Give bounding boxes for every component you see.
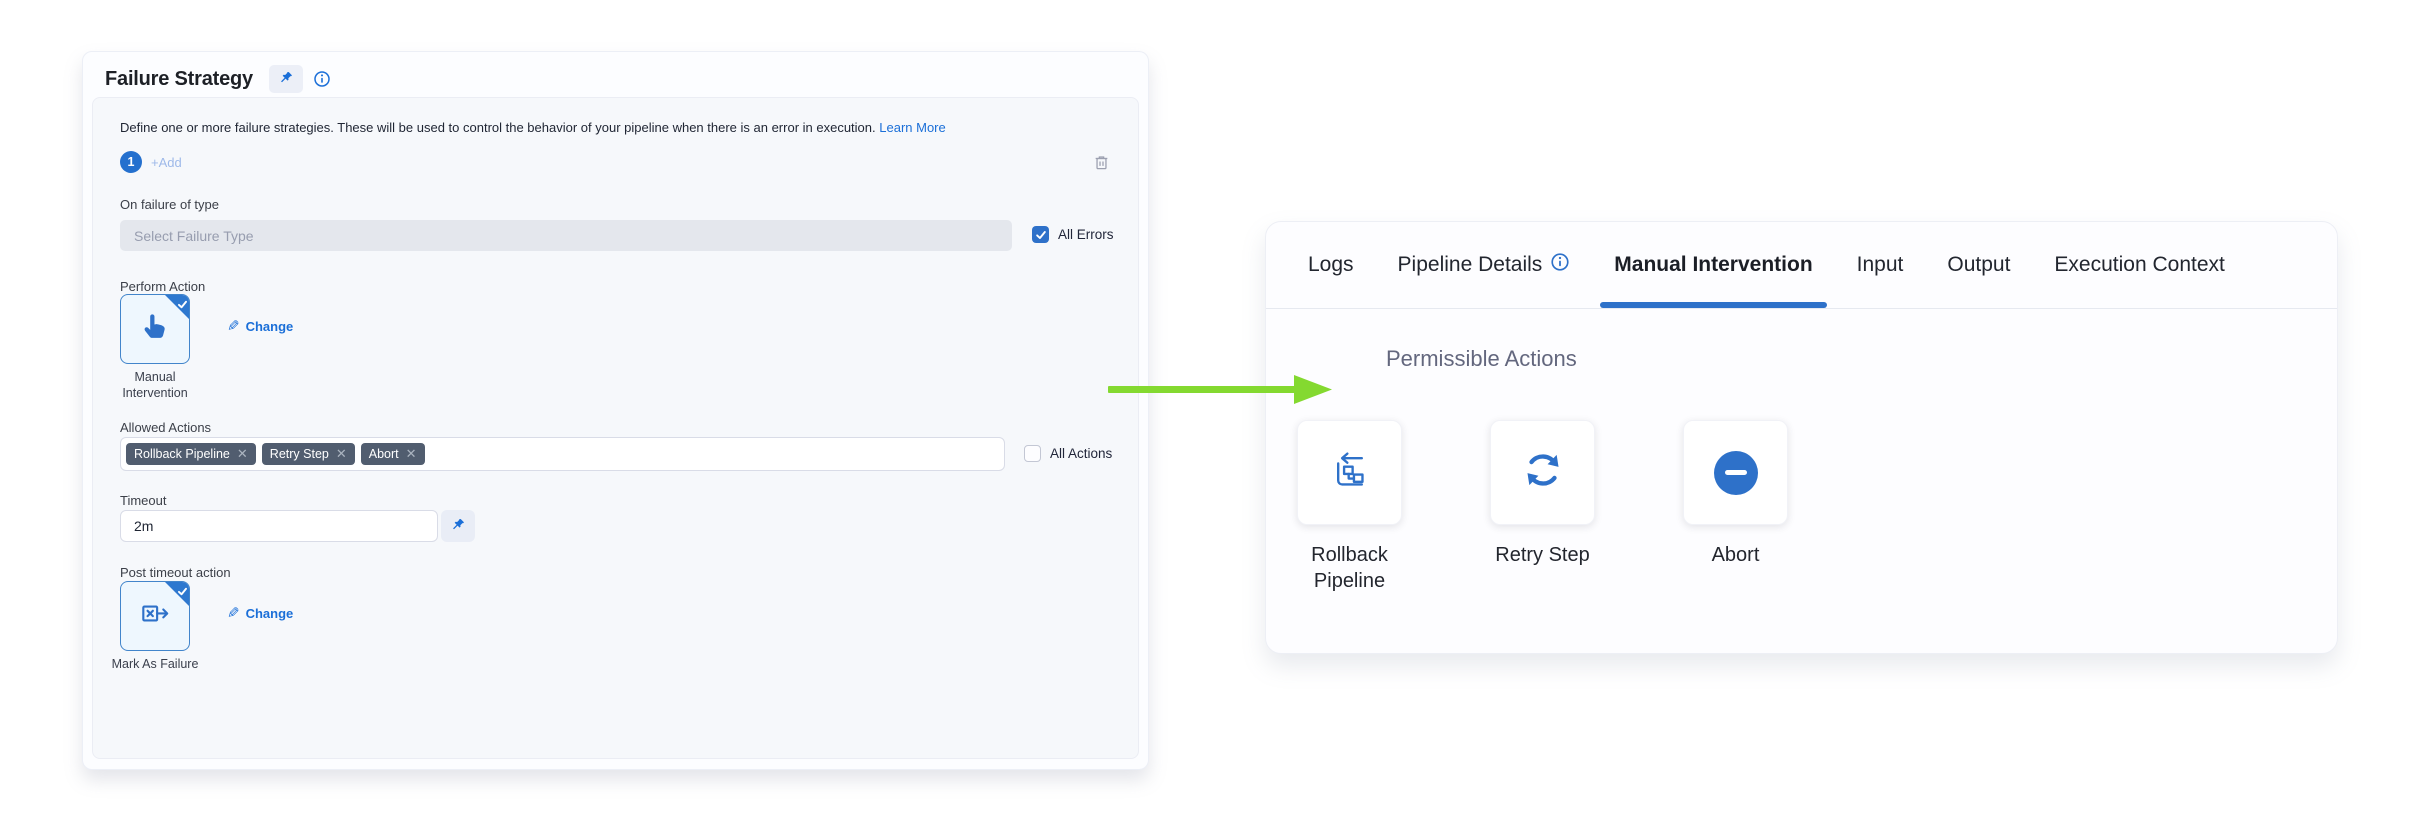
info-icon[interactable] <box>313 70 331 88</box>
post-timeout-label: Post timeout action <box>120 565 231 580</box>
step-details-panel: Logs Pipeline Details Manual Interventio… <box>1265 221 2338 654</box>
tab-output[interactable]: Output <box>1947 222 2010 308</box>
failure-type-label: On failure of type <box>120 197 219 212</box>
pin-icon <box>278 70 294 89</box>
remove-tag-icon[interactable]: ✕ <box>336 449 347 459</box>
retry-icon <box>1520 447 1566 498</box>
failure-type-select[interactable]: Select Failure Type <box>120 220 1012 251</box>
timeout-input[interactable] <box>120 510 438 542</box>
change-action-link[interactable]: ✎ Change <box>227 317 293 335</box>
add-strategy-button[interactable]: +Add <box>151 155 182 170</box>
pin-button[interactable] <box>269 65 303 93</box>
tag-abort: Abort ✕ <box>361 443 425 465</box>
all-actions-checkbox[interactable]: All Actions <box>1024 445 1112 462</box>
tab-logs[interactable]: Logs <box>1308 222 1354 308</box>
action-rollback-pipeline[interactable]: Rollback Pipeline <box>1297 420 1402 594</box>
panel-title: Failure Strategy <box>105 68 253 91</box>
all-actions-label: All Actions <box>1050 446 1112 461</box>
pencil-icon: ✎ <box>227 317 240 335</box>
pin-icon <box>450 517 466 536</box>
all-errors-label: All Errors <box>1058 227 1114 242</box>
tag-rollback-pipeline: Rollback Pipeline ✕ <box>126 443 256 465</box>
post-timeout-value: Mark As Failure <box>110 656 200 672</box>
strategy-description: Define one or more failure strategies. T… <box>120 120 1120 135</box>
failure-strategy-panel: Failure Strategy Define one or more fail… <box>82 51 1149 770</box>
annotation-arrow <box>1108 371 1334 414</box>
perform-action-label: Perform Action <box>120 279 205 294</box>
action-label: Abort <box>1712 542 1760 568</box>
checkbox-unchecked-icon <box>1024 445 1041 462</box>
tab-pipeline-details[interactable]: Pipeline Details <box>1398 222 1571 308</box>
allowed-actions-input[interactable]: Rollback Pipeline ✕ Retry Step ✕ Abort ✕ <box>120 437 1005 471</box>
checkbox-checked-icon <box>1032 226 1049 243</box>
action-card[interactable] <box>1490 420 1595 525</box>
action-card[interactable] <box>1297 420 1402 525</box>
action-abort[interactable]: Abort <box>1683 420 1788 594</box>
tab-execution-context[interactable]: Execution Context <box>2054 222 2224 308</box>
tab-input[interactable]: Input <box>1857 222 1904 308</box>
mark-as-failure-tile[interactable] <box>120 581 190 651</box>
pencil-icon: ✎ <box>227 604 240 622</box>
allowed-actions-label: Allowed Actions <box>120 420 211 435</box>
manual-intervention-tile[interactable] <box>120 294 190 364</box>
tab-manual-intervention[interactable]: Manual Intervention <box>1614 222 1812 308</box>
timeout-label: Timeout <box>120 493 166 508</box>
rollback-pipeline-icon <box>1329 449 1371 496</box>
permissible-actions-list: Rollback Pipeline Retry Step Abort <box>1297 420 1788 594</box>
change-post-timeout-link[interactable]: ✎ Change <box>227 604 293 622</box>
all-errors-checkbox[interactable]: All Errors <box>1032 226 1114 243</box>
tab-bar: Logs Pipeline Details Manual Interventio… <box>1266 222 2337 309</box>
action-card[interactable] <box>1683 420 1788 525</box>
strategy-index-badge[interactable]: 1 <box>120 151 142 173</box>
abort-icon <box>1714 451 1758 495</box>
selected-check-icon <box>177 584 188 602</box>
action-retry-step[interactable]: Retry Step <box>1490 420 1595 594</box>
failure-strategy-header: Failure Strategy <box>105 65 331 93</box>
permissible-actions-heading: Permissible Actions <box>1386 346 1577 372</box>
info-icon <box>1550 252 1570 278</box>
action-label: Retry Step <box>1495 542 1589 568</box>
perform-action-value: Manual Intervention <box>110 369 200 401</box>
remove-tag-icon[interactable]: ✕ <box>237 449 248 459</box>
tag-retry-step: Retry Step ✕ <box>262 443 355 465</box>
trash-icon <box>1093 159 1110 174</box>
timeout-pin-button[interactable] <box>441 510 475 542</box>
action-label: Rollback Pipeline <box>1297 542 1402 594</box>
selected-check-icon <box>177 297 188 315</box>
learn-more-link[interactable]: Learn More <box>879 120 945 135</box>
remove-tag-icon[interactable]: ✕ <box>406 449 417 459</box>
delete-strategy-button[interactable] <box>1093 154 1110 174</box>
failure-strategy-card: Define one or more failure strategies. T… <box>92 97 1139 759</box>
